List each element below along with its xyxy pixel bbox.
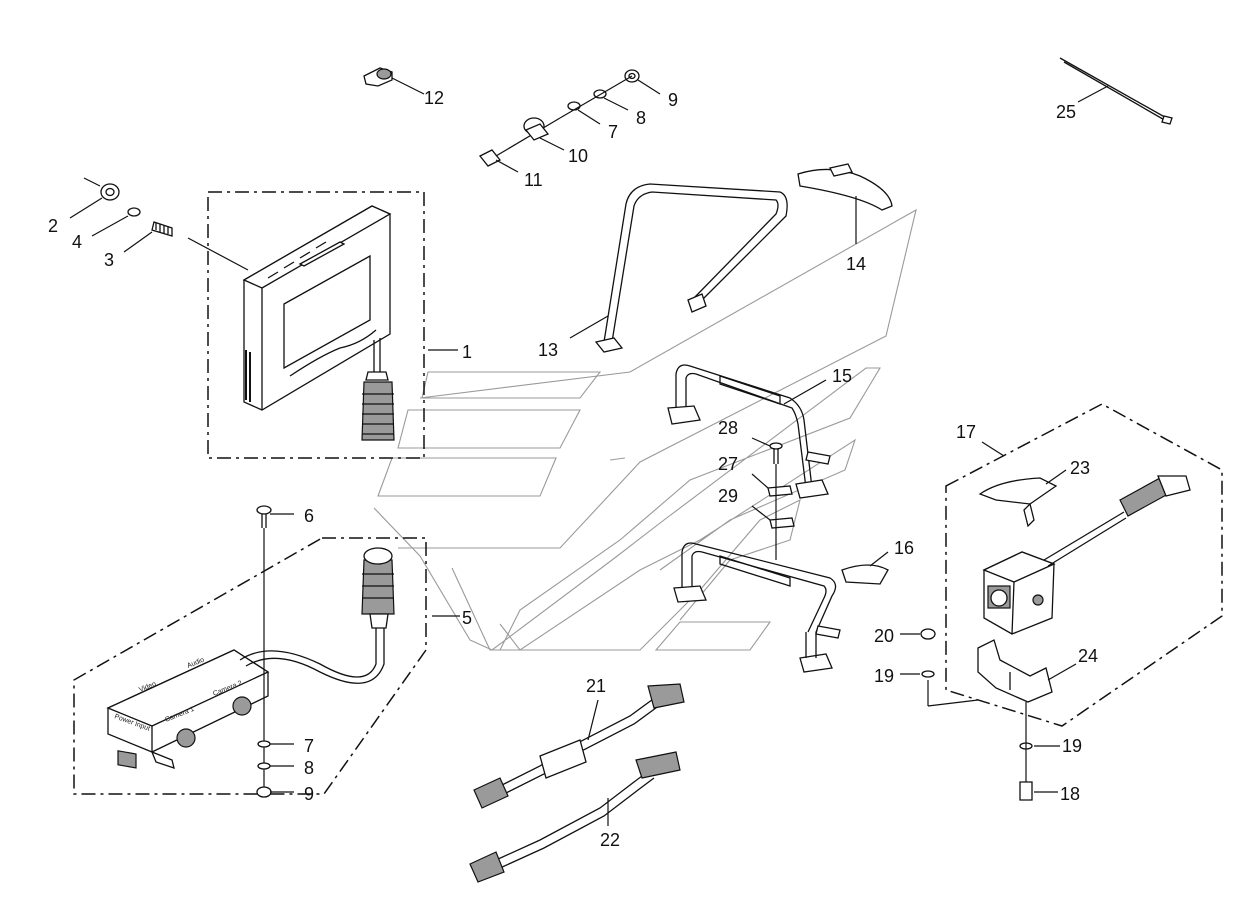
part-number-2: 2 xyxy=(48,216,58,236)
handrail-15 xyxy=(667,364,831,499)
part-number-16: 16 xyxy=(894,538,914,558)
part-number-7-left: 7 xyxy=(304,736,314,756)
part-number-8-top: 8 xyxy=(636,108,646,128)
part-number-19-left: 19 xyxy=(874,666,894,686)
part-number-7-top: 7 xyxy=(608,122,618,142)
part-number-18: 18 xyxy=(1060,784,1080,804)
part-number-1: 1 xyxy=(462,342,472,362)
camera-assembly xyxy=(900,403,1223,801)
part-number-9-left: 9 xyxy=(304,784,314,804)
part-number-22: 22 xyxy=(600,830,620,850)
part-number-13: 13 xyxy=(538,340,558,360)
part-number-19-right: 19 xyxy=(1062,736,1082,756)
part-number-21: 21 xyxy=(586,676,606,696)
cover-14 xyxy=(797,163,893,244)
part-number-23: 23 xyxy=(1070,458,1090,478)
part-number-11: 11 xyxy=(524,170,543,190)
part-number-25: 25 xyxy=(1056,102,1076,122)
part-number-14: 14 xyxy=(846,254,866,274)
handrail-16 xyxy=(673,542,889,673)
part-number-24: 24 xyxy=(1078,646,1098,666)
part-number-12: 12 xyxy=(424,88,444,108)
clamp-hardware xyxy=(478,69,661,173)
cab-outline-ghost xyxy=(373,208,917,651)
cable-tie-25 xyxy=(1059,57,1173,125)
monitor-assembly xyxy=(187,191,458,459)
part-number-9-top: 9 xyxy=(668,90,678,110)
monitor-hardware xyxy=(69,177,173,253)
part-number-15: 15 xyxy=(832,366,852,386)
part-number-3: 3 xyxy=(104,250,114,270)
part-number-17: 17 xyxy=(956,422,976,442)
cables-21-22 xyxy=(469,683,685,883)
part-number-5: 5 xyxy=(462,608,472,628)
part-number-4: 4 xyxy=(72,232,82,252)
part-number-28: 28 xyxy=(718,418,738,438)
part-number-20: 20 xyxy=(874,626,894,646)
part-number-29: 29 xyxy=(718,486,738,506)
part-number-labels: 1 2 3 4 5 6 7 8 9 7 8 9 10 11 12 13 14 1… xyxy=(48,88,1098,850)
grab-bar-13 xyxy=(569,183,788,353)
part-number-27: 27 xyxy=(718,454,738,474)
cable-clip-12 xyxy=(363,67,425,95)
part-number-8-left: 8 xyxy=(304,758,314,778)
control-box-assembly: Video Audio Power Input Camera 1 Camera … xyxy=(73,505,460,798)
part-number-10: 10 xyxy=(568,146,588,166)
part-number-6: 6 xyxy=(304,506,314,526)
fasteners-28-27-29 xyxy=(751,437,795,560)
